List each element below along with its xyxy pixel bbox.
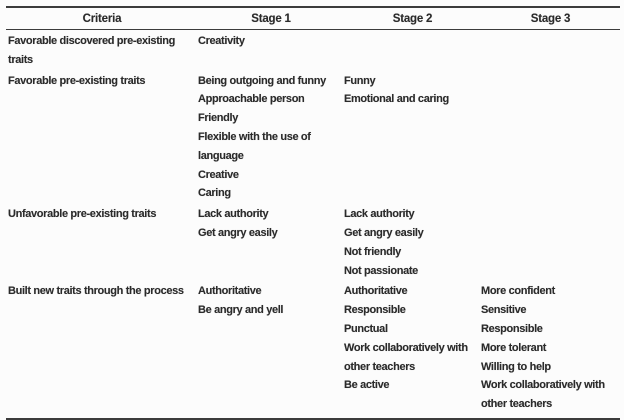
trait-item: Get angry easily: [344, 226, 424, 239]
trait-item: More tolerant: [481, 341, 547, 354]
column-header-stage3: Stage 3: [481, 7, 620, 30]
trait-item: Friendly: [198, 112, 238, 125]
trait-item: Emotional and caring: [344, 93, 449, 106]
trait-item: Not passionate: [344, 264, 418, 277]
criteria-cell: Favorable discovered pre-existing traits: [8, 35, 175, 66]
trait-item: Flexible with the use of language: [198, 130, 311, 162]
criteria-cell: Unfavorable pre-existing traits: [8, 208, 157, 221]
trait-item: Being outgoing and funny: [198, 74, 326, 87]
table-row: Favorable pre-existing traits Being outg…: [6, 70, 620, 204]
trait-item: Funny: [344, 74, 376, 87]
trait-item: Punctual: [344, 322, 388, 335]
traits-table: Criteria Stage 1 Stage 2 Stage 3 Favorab…: [6, 6, 620, 420]
stage3-cell: [481, 30, 620, 70]
trait-item: Sensitive: [481, 304, 527, 317]
trait-item: Responsible: [344, 304, 406, 317]
table-row: Built new traits through the process Aut…: [6, 280, 620, 419]
stage3-cell: [481, 70, 620, 204]
trait-item: Work collaboratively with other teachers: [344, 341, 468, 373]
trait-item: Caring: [198, 187, 231, 200]
trait-item: Authoritative: [344, 285, 408, 298]
trait-item: Creativity: [198, 35, 245, 47]
stage1-cell: Creativity: [198, 30, 344, 70]
trait-item: Not friendly: [344, 245, 401, 258]
trait-item: Responsible: [481, 322, 543, 335]
stage1-cell: Authoritative Be angry and yell: [198, 280, 344, 419]
trait-item: Get angry easily: [198, 226, 278, 239]
column-header-criteria: Criteria: [6, 7, 198, 30]
trait-item: Approachable person: [198, 93, 305, 106]
table-row: Favorable discovered pre-existing traits…: [6, 30, 620, 70]
stage3-cell: [481, 203, 620, 280]
header-row: Criteria Stage 1 Stage 2 Stage 3: [6, 7, 620, 30]
stage2-cell: [344, 30, 481, 70]
column-header-stage1: Stage 1: [198, 7, 344, 30]
trait-item: More confident: [481, 285, 555, 298]
trait-item: Creative: [198, 168, 239, 181]
trait-item: Lack authority: [198, 208, 269, 221]
criteria-cell: Favorable pre-existing traits: [8, 74, 146, 87]
criteria-cell: Built new traits through the process: [8, 285, 184, 298]
trait-item: Willing to help: [481, 360, 551, 373]
trait-item: Work collaboratively with other teachers: [481, 379, 605, 411]
column-header-stage2: Stage 2: [344, 7, 481, 30]
trait-item: Be active: [344, 379, 390, 392]
trait-item: Authoritative: [198, 285, 262, 298]
table-row: Unfavorable pre-existing traits Lack aut…: [6, 203, 620, 280]
trait-item: Lack authority: [344, 208, 415, 221]
trait-item: Be angry and yell: [198, 304, 284, 317]
